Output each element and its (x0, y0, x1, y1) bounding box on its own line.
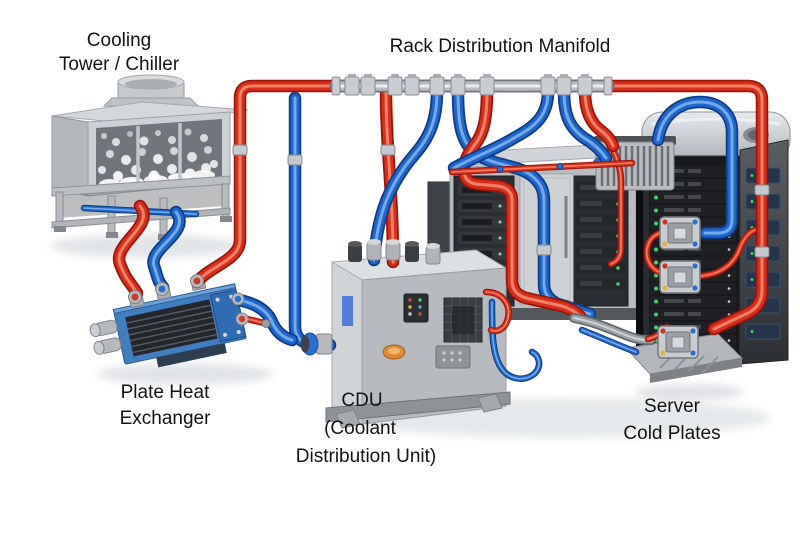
heat-exchanger-label-line2: Exchanger (120, 408, 212, 429)
diagram-labels: Cooling Tower / Chiller Rack Distributio… (59, 30, 721, 467)
cold-plates-label-line2: Cold Plates (623, 423, 720, 444)
cdu-sticker (342, 296, 353, 326)
cdu-left-port (300, 332, 333, 356)
cdu-label-line1: CDU (341, 390, 382, 411)
cooling-tower-label-line1: Cooling (87, 30, 151, 51)
rack-distribution-manifold-pipe (332, 73, 612, 96)
cold-plate-rack (593, 111, 791, 383)
cdu-vent-grid (443, 297, 483, 343)
cooling-tower-illustration (51, 74, 249, 240)
cold-water-riser-pipe (295, 98, 330, 345)
server-cold-plate-modules (657, 216, 701, 359)
cdu-top-ports (348, 239, 441, 265)
manifold-label: Rack Distribution Manifold (390, 36, 611, 57)
cdu-label-line2: (Coolant (324, 418, 397, 439)
cold-plates-label-line1: Server (644, 396, 701, 417)
rack-edge-pipe (452, 163, 632, 173)
cooling-tower-label-line2: Tower / Chiller (59, 54, 180, 75)
heat-exchanger-label-line1: Plate Heat (121, 382, 210, 403)
cdu-control-panel (403, 293, 429, 323)
cdu-label-line3: Distribution Unit) (296, 446, 436, 467)
hx-ports (128, 274, 271, 328)
cdu-illustration (325, 249, 511, 429)
